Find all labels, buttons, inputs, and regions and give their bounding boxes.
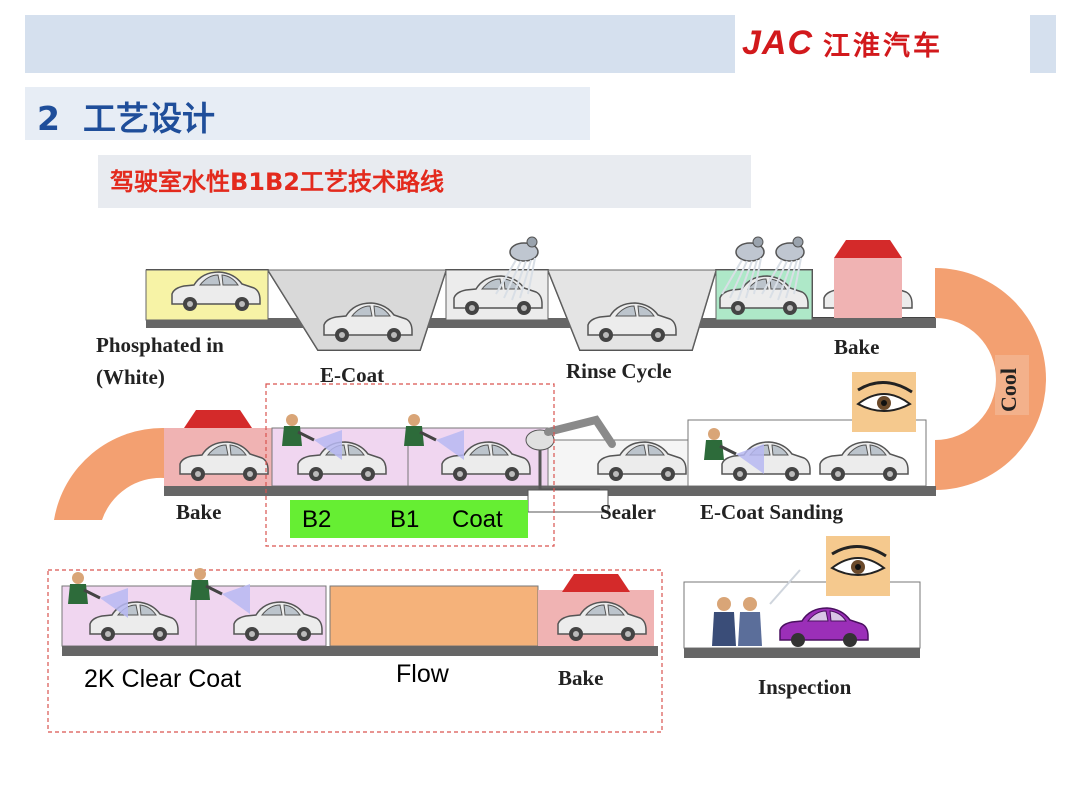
section-heading: 工艺设计: [82, 99, 215, 138]
bottom-conveyor: [62, 646, 658, 656]
eye-icon: [824, 534, 892, 598]
cool-loop: [935, 268, 1046, 490]
cool-label-bg: [995, 355, 1029, 415]
sanding-label: E-Coat Sanding: [700, 500, 843, 524]
section-number: 2: [37, 99, 60, 138]
robot-arm-icon: [525, 415, 616, 513]
b2-label: B2: [302, 506, 331, 533]
bake-bottom-label: Bake: [558, 666, 604, 690]
flow-zone: [329, 585, 539, 647]
phosphated-label: Phosphated in: [96, 333, 224, 357]
logo-text: JAC: [742, 23, 814, 62]
coat-label: Coat: [452, 506, 503, 533]
oven-icon: [834, 240, 902, 318]
clear-coat-label: 2K Clear Coat: [84, 665, 241, 693]
inspection-label: Inspection: [758, 675, 852, 699]
section-bar: [25, 87, 590, 140]
bake-top-label: Bake: [834, 335, 880, 359]
eye-icon: [850, 370, 918, 434]
jac-logo: JAC 江淮汽车: [742, 18, 943, 68]
inspection-conveyor: [684, 648, 920, 658]
phosphated-label-2: (White): [96, 365, 165, 389]
bake-mid-label: Bake: [176, 500, 222, 524]
subtitle: 驾驶室水性B1B2工艺技术路线: [110, 168, 444, 196]
transfer-loop: [54, 427, 164, 520]
clear-coat-dashed-frame: [47, 569, 663, 733]
sealer-label: Sealer: [600, 500, 656, 524]
rinse-label: Rinse Cycle: [566, 359, 672, 383]
b1-label: B1: [390, 506, 419, 533]
subtitle-bar: [98, 155, 751, 208]
light-ray: [769, 569, 801, 605]
flow-label: Flow: [396, 660, 450, 688]
waterborne-dashed-frame: [265, 383, 555, 547]
inspector-icon: [712, 597, 762, 646]
section-title: 2 工艺设计: [37, 92, 215, 140]
ecoat-label: E-Coat: [320, 363, 384, 387]
cool-label: Cool: [996, 368, 1021, 412]
logo-chinese: 江淮汽车: [823, 30, 944, 62]
header-bar: [25, 15, 735, 73]
header-bar-end: [1030, 15, 1056, 73]
coat-highlight: [290, 500, 528, 538]
